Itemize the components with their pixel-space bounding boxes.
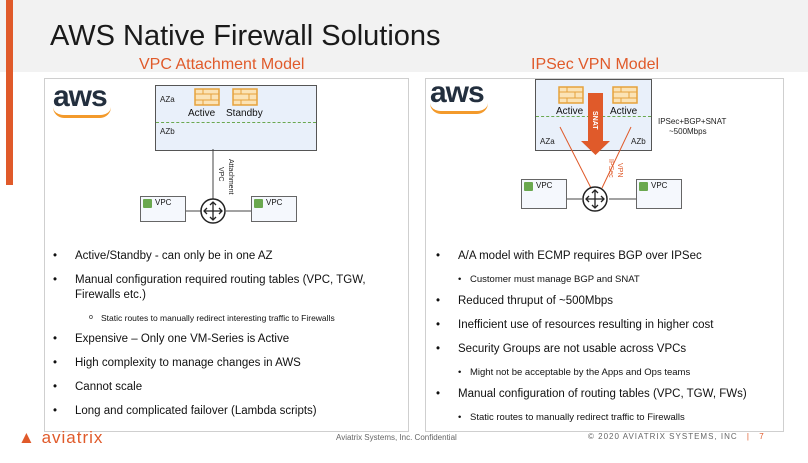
aws-smile-icon: [53, 107, 111, 118]
bullet-item: Manual configuration required routing ta…: [51, 273, 401, 303]
firewall-icon: [194, 88, 220, 106]
aviatrix-logo: ▲ aviatrix: [18, 428, 103, 448]
left-section-heading: VPC Attachment Model: [139, 56, 305, 73]
az-a-label: AZa: [540, 137, 555, 146]
vpc-label: VPC: [155, 198, 172, 207]
bullet-item: Reduced thruput of ~500Mbps: [434, 294, 774, 309]
aws-smile-icon: [430, 103, 488, 114]
bullet-item: A/A model with ECMP requires BGP over IP…: [434, 249, 774, 264]
vpc-box: VPC: [251, 196, 297, 222]
right-bullet-list: A/A model with ECMP requires BGP over IP…: [434, 249, 774, 432]
ipsec-label-2: VPN: [616, 163, 623, 178]
az-b-label: AZb: [631, 137, 646, 146]
firewall-active-label: Active: [610, 106, 638, 117]
sub-bullet-item: Customer must manage BGP and SNAT: [434, 273, 774, 286]
firewall-active-label: Active: [556, 106, 584, 117]
vpc-icon: [639, 182, 648, 191]
attachment-label-1: VPC: [217, 167, 224, 182]
vpc-box: VPC: [521, 179, 567, 209]
slide-title: AWS Native Firewall Solutions: [50, 20, 441, 52]
bullet-item: Inefficient use of resources resulting i…: [434, 318, 774, 333]
firewall-icon: [612, 86, 638, 104]
region-box: AZa AZb Active Standby: [155, 85, 317, 151]
throughput-annotation-1: IPSec+BGP+SNAT: [658, 117, 727, 126]
right-section-heading: IPSec VPN Model: [531, 56, 660, 73]
transit-gateway-icon: [582, 186, 608, 212]
vpc-label: VPC: [266, 198, 283, 207]
firewall-icon: [558, 86, 584, 104]
firewall-standby-label: Standby: [226, 108, 263, 119]
transit-gateway-icon: [200, 198, 226, 224]
footer-copyright-group: © 2020 AVIATRIX SYSTEMS, INC | 7: [588, 432, 765, 441]
vpc-icon: [254, 199, 263, 208]
vpc-box: VPC: [636, 179, 682, 209]
sub-bullet-item: Might not be acceptable by the Apps and …: [434, 366, 774, 379]
title-band: [0, 0, 808, 72]
bullet-item: Expensive – Only one VM-Series is Active: [51, 332, 401, 347]
page-number: 7: [759, 432, 765, 441]
vpc-label: VPC: [536, 181, 553, 190]
az-divider: [156, 122, 316, 123]
bullet-item: High complexity to manage changes in AWS: [51, 356, 401, 371]
sub-bullet-item: Static routes to manually redirect traff…: [434, 411, 774, 424]
connection-lines: [185, 149, 251, 212]
footer-separator: |: [746, 432, 750, 441]
throughput-annotation-2: ~500Mbps: [669, 127, 707, 136]
bullet-item: Cannot scale: [51, 380, 401, 395]
firewall-icon: [232, 88, 258, 106]
sub-bullet-item: Static routes to manually redirect inter…: [51, 312, 401, 324]
vpc-icon: [143, 199, 152, 208]
left-panel: aws AZa AZb Active Standby VPC Attachmen…: [44, 78, 409, 432]
aviatrix-logo-icon: ▲: [18, 428, 36, 447]
bullet-item: Long and complicated failover (Lambda sc…: [51, 404, 401, 419]
az-b-label: AZb: [160, 127, 175, 136]
snat-label: SNAT: [591, 111, 598, 130]
connection-lines: [556, 93, 636, 200]
right-panel: aws AZa AZb Active Active SNAT IPSec VPN…: [425, 76, 784, 432]
aviatrix-brand-text: aviatrix: [41, 428, 104, 447]
firewall-active-label: Active: [188, 108, 216, 119]
left-bullet-list: Active/Standby - can only be in one AZ M…: [51, 249, 401, 428]
ipsec-label-1: IPSec: [607, 159, 614, 178]
bullet-item: Security Groups are not usable across VP…: [434, 342, 774, 357]
attachment-label-2: Attachment: [227, 159, 234, 195]
accent-bar: [6, 0, 13, 185]
az-a-label: AZa: [160, 95, 175, 104]
bullet-item: Manual configuration of routing tables (…: [434, 387, 774, 402]
bullet-item: Active/Standby - can only be in one AZ: [51, 249, 401, 264]
footer-copyright: © 2020 AVIATRIX SYSTEMS, INC: [588, 432, 738, 441]
vpc-label: VPC: [651, 181, 668, 190]
vpc-box: VPC: [140, 196, 186, 222]
vpc-icon: [524, 182, 533, 191]
footer-confidential: Aviatrix Systems, Inc. Confidential: [336, 433, 457, 442]
